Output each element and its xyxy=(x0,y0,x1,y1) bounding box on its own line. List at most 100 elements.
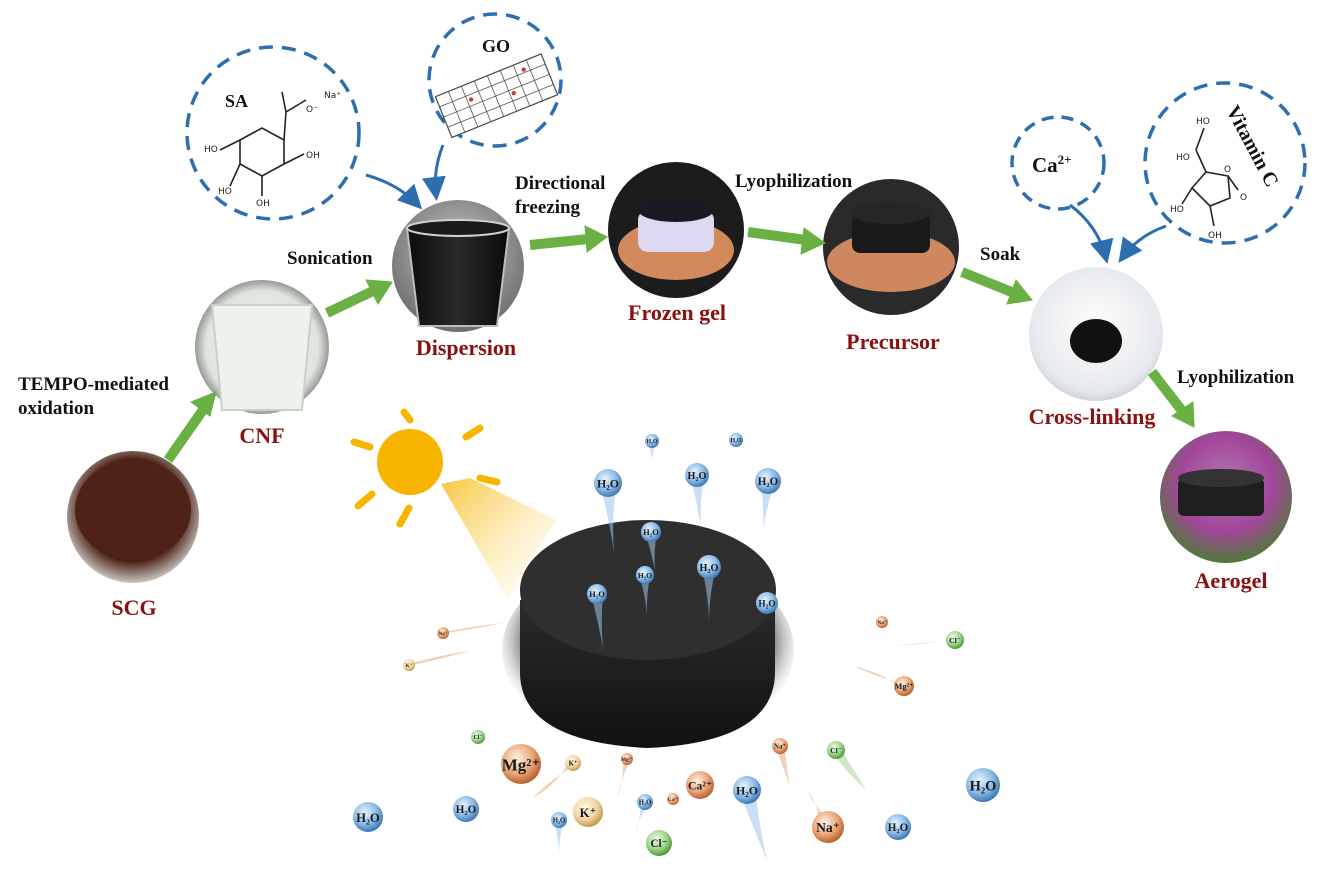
step-label-directional-2: freezing xyxy=(515,197,581,218)
k-ion-label: K⁺ xyxy=(569,761,578,768)
water-molecule: H₂O xyxy=(636,566,654,615)
na-ion-label: Na⁺ xyxy=(439,631,448,637)
cnf-photo xyxy=(195,280,329,414)
vitc-atom-ho-low: HO xyxy=(1170,205,1184,215)
cl-ion-label: Cl⁻ xyxy=(830,746,842,755)
mg-ion: Mg²⁺ xyxy=(617,753,633,799)
mg-ion: Mg²⁺ xyxy=(854,666,914,696)
water-label: H₂O xyxy=(888,822,909,834)
water-label: H₂O xyxy=(688,471,707,482)
step-label-sonication: Sonication xyxy=(287,248,373,269)
water-label: H₂O xyxy=(553,818,566,825)
precursor-photo xyxy=(823,179,959,315)
water-label: H₂O xyxy=(700,563,719,574)
aerogel-photo xyxy=(1160,431,1292,563)
stage-label-cnf: CNF xyxy=(239,423,284,448)
na-ion-label: Na⁺ xyxy=(878,620,887,626)
water-molecules: H₂O H₂O H₂O H₂O H₂O H₂O H₂O H₂O H₂O H₂O H₂O H₂O H₂O H… xyxy=(353,433,1000,860)
k-ion-label: K⁺ xyxy=(406,663,413,669)
inset-label-ca: Ca2+ xyxy=(1032,152,1072,177)
water-label: H₂O xyxy=(736,783,758,797)
mg-ion: Mg²⁺ xyxy=(501,744,541,784)
water-molecule: H₂O xyxy=(353,802,383,832)
mg-ion-label: Mg²⁺ xyxy=(502,755,541,774)
water-molecule: H₂O xyxy=(645,434,659,463)
na-ion: Na⁺ xyxy=(808,792,844,843)
vitc-atom-o-ring: O xyxy=(1224,165,1231,175)
water-molecule: H₂O xyxy=(587,584,607,649)
water-molecule: H₂O xyxy=(885,814,911,840)
sa-atom-o-minus: O⁻ xyxy=(306,105,318,115)
sa-atom-oh-right: OH xyxy=(306,151,320,161)
na-ion: Na⁺ xyxy=(876,616,888,628)
process-arrows xyxy=(163,225,1195,463)
water-label: H₂O xyxy=(597,476,619,490)
water-label: H₂O xyxy=(356,811,380,825)
step-label-soak: Soak xyxy=(980,244,1021,265)
na-ion: Na⁺ xyxy=(772,738,790,786)
sa-atom-ho-left: HO xyxy=(204,145,218,155)
stage-label-frozen-gel: Frozen gel xyxy=(628,300,726,325)
water-molecule: H₂O xyxy=(729,433,743,447)
ca-ion: Ca²⁺ xyxy=(667,793,679,805)
k-ion: K⁺ xyxy=(403,651,469,671)
sa-atom-oh-bottom: OH xyxy=(256,199,270,209)
mg-ion-label: Mg²⁺ xyxy=(621,757,633,763)
water-label: H₂O xyxy=(643,527,659,537)
stage-label-aerogel: Aerogel xyxy=(1195,568,1268,593)
water-molecule: H₂O xyxy=(697,555,721,622)
water-molecule: H₂O xyxy=(641,522,661,572)
inset-sa xyxy=(185,45,361,221)
stage-label-dispersion: Dispersion xyxy=(416,335,516,360)
frozen-gel-photo xyxy=(608,162,744,298)
step-label-tempo-1: TEMPO-mediated xyxy=(18,374,169,395)
sa-atom-ho-bottom: HO xyxy=(218,187,232,197)
step-label-lyophilization-1: Lyophilization xyxy=(735,171,853,192)
cl-ion-label: Cl⁻ xyxy=(949,636,961,645)
water-molecule: H₂O xyxy=(966,768,1000,802)
water-label: H₂O xyxy=(589,589,605,599)
blue-arrows xyxy=(365,144,1167,264)
inset-label-go: GO xyxy=(482,36,510,56)
water-label: H₂O xyxy=(638,571,652,580)
inset-ca xyxy=(1010,115,1106,211)
cl-ion: Cl⁻ xyxy=(827,741,866,790)
vitc-atom-ho-top: HO xyxy=(1196,117,1210,127)
vitc-atom-ho-mid: HO xyxy=(1176,153,1190,163)
stage-label-cross-linking: Cross-linking xyxy=(1029,404,1156,429)
inset-go xyxy=(427,12,563,148)
k-ion: K⁺ xyxy=(533,755,581,798)
water-label: H₂O xyxy=(456,804,477,816)
water-molecule: H₂O xyxy=(453,796,479,822)
sun-icon xyxy=(350,408,556,600)
na-ion-label: Na⁺ xyxy=(774,744,786,751)
stage-label-scg: SCG xyxy=(111,595,156,620)
water-molecule: H₂O xyxy=(551,812,567,855)
vitc-atom-o-ketone: O xyxy=(1240,193,1247,203)
inset-vitamin-c xyxy=(1143,81,1307,245)
ca-ion-label: Ca²⁺ xyxy=(688,778,712,792)
water-label: H₂O xyxy=(639,800,652,807)
cl-ion-label: Cl⁻ xyxy=(473,735,482,741)
water-label: H₂O xyxy=(970,778,997,794)
water-label: H₂O xyxy=(646,439,657,445)
cross-linking-photo xyxy=(1029,267,1163,401)
water-molecule: H₂O xyxy=(756,592,778,614)
step-label-lyophilization-2: Lyophilization xyxy=(1177,367,1295,388)
mg-ion-label: Mg²⁺ xyxy=(894,681,913,691)
cl-ion: Cl⁻ xyxy=(646,830,672,856)
stage-label-precursor: Precursor xyxy=(846,329,940,354)
sa-atom-na: Na⁺ xyxy=(324,91,341,101)
vitc-atom-oh-low: OH xyxy=(1208,231,1222,241)
water-molecule: H₂O xyxy=(685,463,709,530)
water-molecule: H₂O xyxy=(733,776,767,860)
aerogel-disk xyxy=(502,520,794,748)
step-label-directional-1: Directional xyxy=(515,173,605,194)
ca-ion: Ca²⁺ xyxy=(686,771,714,799)
cl-ion: Cl⁻ xyxy=(471,730,485,744)
step-label-tempo-2: oxidation xyxy=(18,398,94,419)
cl-ion: Cl⁻ xyxy=(895,631,964,649)
water-molecule: H₂O xyxy=(755,468,781,541)
water-label: H₂O xyxy=(758,476,779,488)
